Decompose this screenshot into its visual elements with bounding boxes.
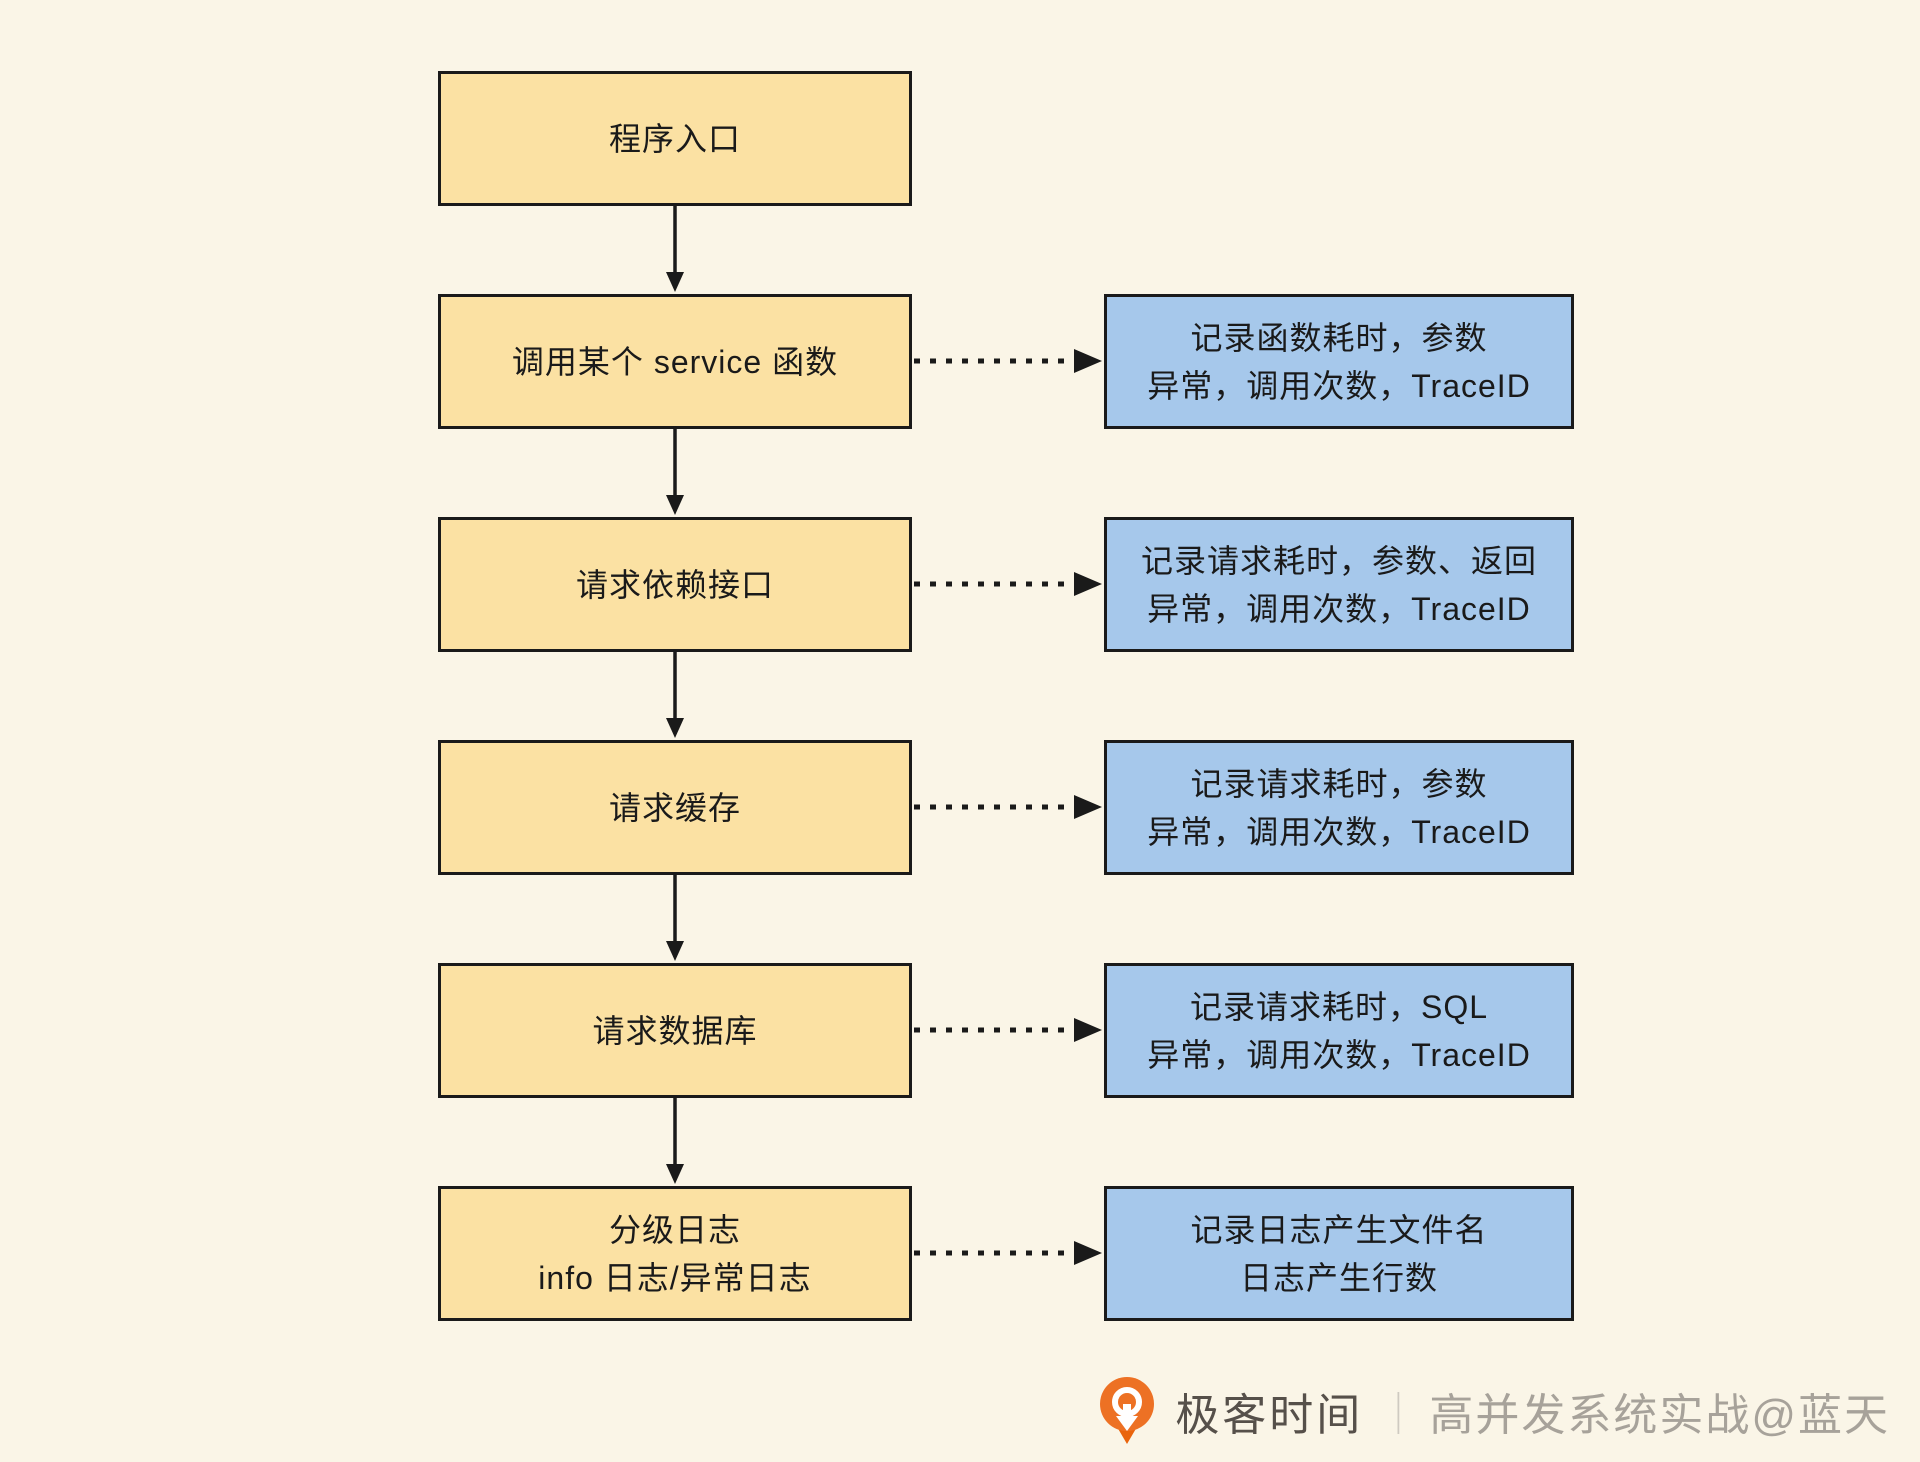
flow-arrow-5 (666, 1098, 684, 1184)
flow-step-label: 请求依赖接口 (575, 566, 774, 603)
flow-step-request-cache: 请求缓存 (438, 740, 912, 875)
flow-arrow-3 (666, 652, 684, 738)
note-service-metrics: 记录函数耗时，参数 异常，调用次数，TraceID (1104, 294, 1574, 429)
flow-step-label: 请求数据库 (592, 1012, 758, 1049)
note-dependency-metrics: 记录请求耗时，参数、返回 异常，调用次数，TraceID (1104, 517, 1574, 652)
footer-separator: ｜ (1377, 1390, 1420, 1438)
flow-step-label: 请求缓存 (608, 789, 741, 826)
flow-step-request-dependency-api: 请求依赖接口 (438, 517, 912, 652)
note-label: 记录请求耗时，参数 异常，调用次数，TraceID (1147, 765, 1531, 850)
note-arrow-4 (914, 1018, 1102, 1042)
note-database-metrics: 记录请求耗时，SQL 异常，调用次数，TraceID (1104, 963, 1574, 1098)
flow-arrow-2 (666, 429, 684, 515)
brand-name: 极客时间 (1175, 1391, 1364, 1440)
flow-step-request-database: 请求数据库 (438, 963, 912, 1098)
note-label: 记录函数耗时，参数 异常，调用次数，TraceID (1147, 319, 1531, 404)
flow-step-call-service: 调用某个 service 函数 (438, 294, 912, 429)
note-label: 记录请求耗时，SQL 异常，调用次数，TraceID (1147, 988, 1531, 1073)
note-label: 记录请求耗时，参数、返回 异常，调用次数，TraceID (1140, 542, 1537, 627)
note-cache-metrics: 记录请求耗时，参数 异常，调用次数，TraceID (1104, 740, 1574, 875)
note-arrow-5 (914, 1241, 1102, 1265)
geektime-logo-icon (1100, 1377, 1155, 1444)
note-log-metrics: 记录日志产生文件名 日志产生行数 (1104, 1186, 1574, 1321)
credit-text: 高并发系统实战@蓝天 (1429, 1391, 1890, 1440)
note-arrow-3 (914, 795, 1102, 819)
flow-arrow-4 (666, 875, 684, 961)
flow-step-label: 分级日志 info 日志/异常日志 (538, 1211, 812, 1296)
flow-step-label: 调用某个 service 函数 (511, 343, 839, 380)
flow-step-label: 程序入口 (608, 120, 741, 157)
note-arrow-2 (914, 572, 1102, 596)
note-label: 记录日志产生文件名 日志产生行数 (1190, 1211, 1488, 1296)
footer-watermark: 极客时间 ｜ 高并发系统实战@蓝天 (1097, 1376, 1890, 1446)
flow-step-leveled-logging: 分级日志 info 日志/异常日志 (438, 1186, 912, 1321)
flow-step-program-entry: 程序入口 (438, 71, 912, 206)
flow-arrow-1 (666, 206, 684, 292)
note-arrow-1 (914, 349, 1102, 373)
